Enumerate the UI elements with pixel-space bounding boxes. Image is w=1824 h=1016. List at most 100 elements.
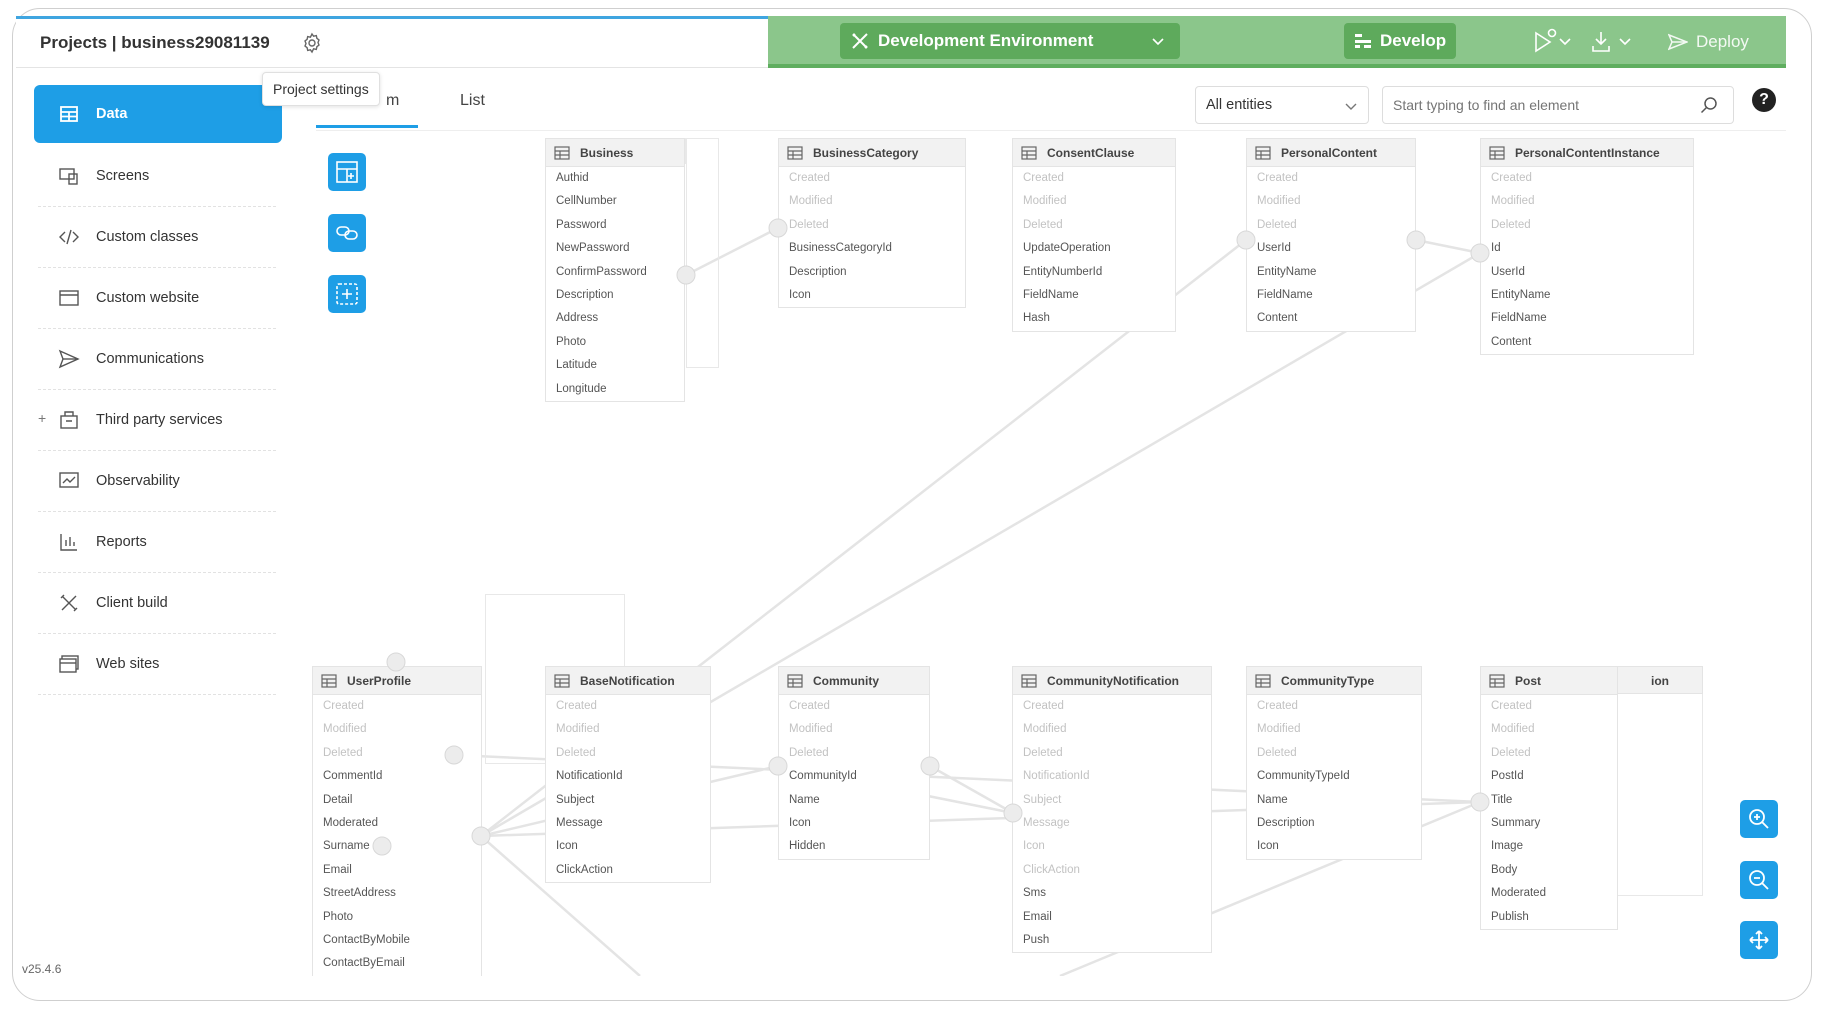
sidebar-item-label: Screens [96,168,150,184]
zoom-in-icon [1749,809,1769,829]
tab-list[interactable]: List [460,92,485,109]
entity-header: BaseNotification [546,667,710,695]
field-row: Modified [1491,195,1535,208]
field-row: Deleted [1257,218,1297,231]
help-icon[interactable]: ? [1752,88,1776,112]
download-button[interactable] [1590,28,1638,56]
field-row: Email [323,863,352,876]
download-icon [1592,32,1631,52]
sidebar-item-screens[interactable]: Screens [38,146,276,207]
field-row: EntityNumberId [1023,265,1103,278]
entity-filter-select[interactable]: All entities [1195,86,1369,124]
table-icon [554,673,570,688]
diagram-canvas[interactable]: ion Business Authid CellNumber Password … [300,134,1790,976]
project-header: Projects | business29081139 [16,16,768,68]
develop-label: Develop [1380,31,1447,50]
zoom-out-icon [1749,870,1769,890]
field-row: Modified [323,723,367,736]
field-row: Created [1257,172,1298,184]
sidebar-item-client-build[interactable]: Client build [38,573,276,634]
entity-personal-content[interactable]: PersonalContent Created Modified Deleted… [1246,138,1416,332]
field-row: Image [1491,840,1523,853]
field-row: Moderated [1491,887,1546,900]
develop-icon [1355,34,1371,48]
entity-name: Community [813,673,879,688]
element-search-input[interactable] [1382,86,1734,124]
entity-community-notification[interactable]: CommunityNotification Created Modified D… [1012,666,1212,954]
field-row: FieldName [1023,288,1079,301]
zoom-out-button[interactable] [1740,861,1778,899]
field-row: ClickAction [1023,863,1080,876]
browser-icon [59,290,79,306]
environment-bar: Development Environment Develop Deploy [768,16,1786,68]
sidebar-item-third-party-services[interactable]: + Third party services [38,390,276,451]
sidebar-item-custom-website[interactable]: Custom website [38,268,276,329]
environment-select[interactable]: Development Environment [840,23,1180,59]
send-icon [58,349,80,369]
field-row: Latitude [556,359,597,372]
entity-header: PersonalContentInstance [1481,139,1693,167]
field-row: Description [556,288,614,301]
code-icon [59,229,79,245]
field-row: Created [1491,172,1532,184]
entity-header: BusinessCategory [779,139,965,167]
entity-business-category[interactable]: BusinessCategory Created Modified Delete… [778,138,966,309]
entity-consent-clause[interactable]: ConsentClause Created Modified Deleted U… [1012,138,1176,332]
sidebar: Data Screens Custom classes Custom websi… [20,85,282,695]
sidebar-item-label: Client build [96,595,168,611]
field-row: Description [1257,816,1315,829]
develop-button[interactable]: Develop [1344,23,1456,59]
sidebar-item-reports[interactable]: Reports [38,512,276,573]
bar-chart-icon [60,534,77,551]
field-row: Deleted [1023,218,1063,231]
sidebar-item-communications[interactable]: Communications [38,329,276,390]
field-row: Hash [1023,312,1050,325]
entity-post[interactable]: Post Created Modified Deleted PostId Tit… [1480,666,1618,930]
entity-business[interactable]: Business Authid CellNumber Password NewP… [545,138,685,402]
entity-community-type[interactable]: CommunityType Created Modified Deleted C… [1246,666,1422,860]
field-row: Icon [789,816,811,829]
tabs-divider [316,130,1786,131]
field-row: UpdateOperation [1023,242,1111,255]
entity-community[interactable]: Community Created Modified Deleted Commu… [778,666,930,860]
sidebar-item-data[interactable]: Data [34,85,282,143]
entity-header: UserProfile [313,667,481,695]
project-settings-button[interactable] [300,31,324,55]
field-row: Content [1257,312,1298,325]
zoom-in-button[interactable] [1740,800,1778,838]
add-relation-button[interactable] [328,214,366,252]
entity-base-notification[interactable]: BaseNotification Created Modified Delete… [545,666,711,884]
link-icon [336,226,358,240]
table-icon [1255,145,1271,160]
entity-header: CommunityNotification [1013,667,1211,695]
field-row: Icon [1257,840,1279,853]
move-icon [1749,930,1769,950]
entity-personal-content-instance[interactable]: PersonalContentInstance Created Modified… [1480,138,1694,356]
field-row: Name [1257,793,1288,806]
sidebar-item-observability[interactable]: Observability [38,451,276,512]
deploy-button[interactable]: Deploy [1668,28,1778,56]
search-icon[interactable] [1700,96,1718,114]
field-row: NewPassword [556,242,630,255]
run-button[interactable] [1532,28,1578,56]
chevron-down-icon [1345,103,1357,110]
field-row: CellNumber [556,195,617,208]
sidebar-item-custom-classes[interactable]: Custom classes [38,207,276,268]
add-element-button[interactable] [328,275,366,313]
entity-header: PersonalContent [1247,139,1415,167]
add-entity-button[interactable] [328,153,366,191]
field-row: PostId [1491,770,1524,783]
field-row: Id [1491,242,1501,255]
entity-header: CommunityType [1247,667,1421,695]
field-row: FieldName [1491,312,1547,325]
field-row: Subject [1023,793,1062,806]
entity-user-profile[interactable]: UserProfile Created Modified Deleted Com… [312,666,482,976]
fit-view-button[interactable] [1740,921,1778,959]
field-row: Moderated [323,816,378,829]
project-title: Projects | business29081139 [40,33,270,52]
tab-diagram[interactable]: m [316,92,418,128]
field-row: Hidden [789,840,826,853]
sidebar-item-web-sites[interactable]: Web sites [38,634,276,695]
expand-plus-icon[interactable]: + [38,410,47,426]
field-row: Deleted [1257,746,1297,759]
